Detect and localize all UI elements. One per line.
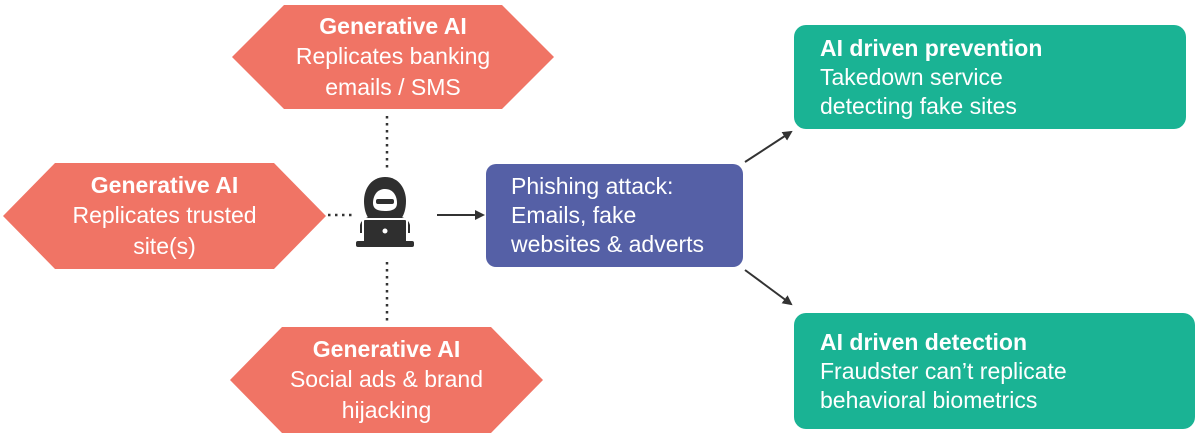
hexagon-title: Generative AI <box>319 13 467 39</box>
phishing-line-3: websites & adverts <box>511 231 705 257</box>
hexagon-fill <box>232 5 554 109</box>
ai-detection-box: AI driven detection Fraudster can’t repl… <box>794 313 1195 429</box>
arrow-to-prevention <box>744 130 793 163</box>
hexagon-line-1: Social ads & brand <box>289 366 484 392</box>
hexagon-line-1: Replicates banking <box>295 43 491 69</box>
detection-line-2: behavioral biometrics <box>820 386 1038 413</box>
detection-title: AI driven detection <box>820 328 1028 355</box>
prevention-line-2: detecting fake sites <box>820 92 1017 119</box>
phishing-line-1: Phishing attack: <box>511 173 674 199</box>
hacker-eyes <box>376 199 394 204</box>
hexagon-shape <box>232 5 554 109</box>
prevention-title: AI driven prevention <box>820 34 1043 61</box>
hexagon-line-2: hijacking <box>341 397 432 423</box>
hexagon-fill <box>230 327 543 433</box>
generative-ai-banking-hexagon: Generative AI Replicates banking emails … <box>232 5 554 109</box>
hexagon-title: Generative AI <box>90 172 239 198</box>
hexagon-line-2: emails / SMS <box>325 74 461 100</box>
laptop-base <box>356 241 414 247</box>
hexagon-title: Generative AI <box>312 336 461 362</box>
phishing-line-2: Emails, fake <box>511 202 637 228</box>
ai-prevention-box: AI driven prevention Takedown service de… <box>794 25 1186 129</box>
hexagon-fill <box>3 163 326 269</box>
prevention-line-1: Takedown service <box>820 63 1003 90</box>
generative-ai-social-hexagon: Generative AI Social ads & brand hijacki… <box>230 327 543 433</box>
phishing-attack-box: Phishing attack: Emails, fake websites &… <box>486 164 743 267</box>
hexagon-shape <box>230 327 543 433</box>
generative-ai-site-hexagon: Generative AI Replicates trusted site(s) <box>3 163 326 269</box>
hexagon-line-1: Replicates trusted <box>72 202 257 228</box>
arrow-to-detection <box>744 269 793 306</box>
hacker-icon <box>356 177 414 247</box>
detection-line-1: Fraudster can’t replicate <box>820 357 1067 384</box>
hexagon-shape <box>3 163 326 269</box>
hexagon-line-2: site(s) <box>133 233 196 259</box>
laptop-logo <box>382 228 388 234</box>
